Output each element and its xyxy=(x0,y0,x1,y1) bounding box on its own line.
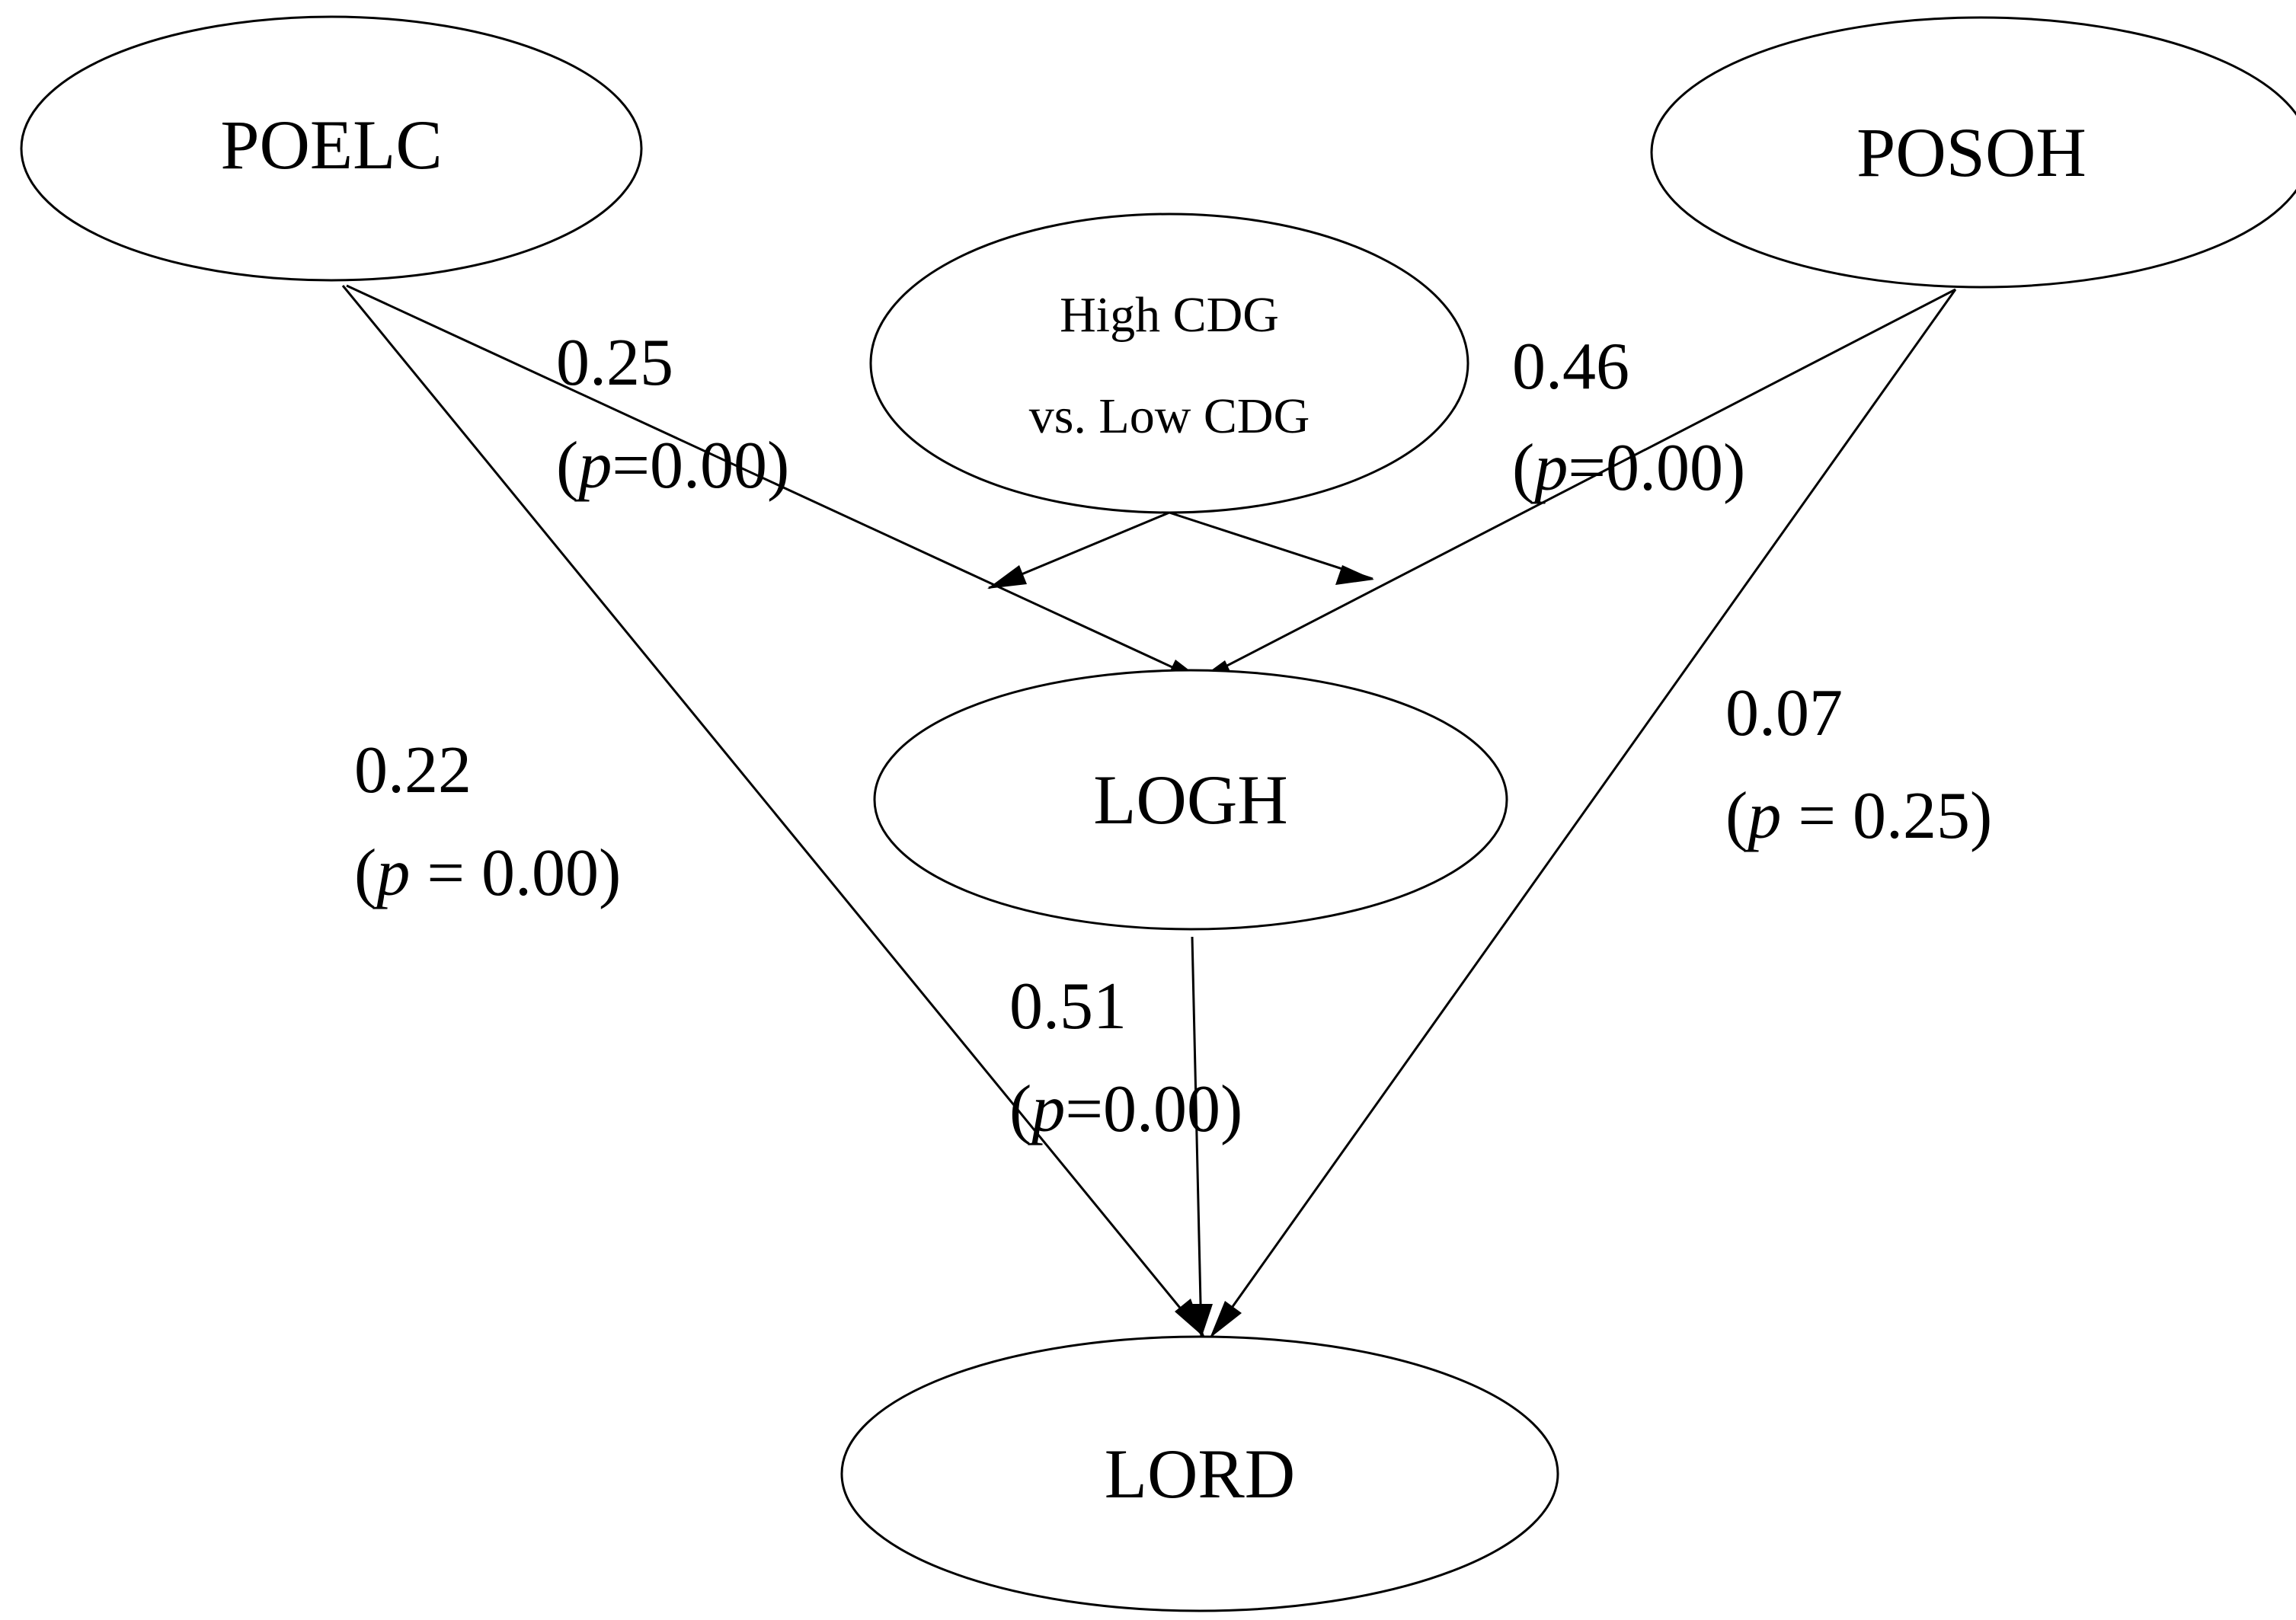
coef-posoh-lord-pvalue: (p = 0.25) xyxy=(1725,779,1992,853)
edge-posoh-logh xyxy=(1195,288,1956,683)
node-moderator: High CDG vs. Low CDG xyxy=(869,212,1469,514)
coef-poelc-lord-value: 0.22 xyxy=(354,733,472,807)
coef-posoh-logh-value: 0.46 xyxy=(1512,330,1629,404)
coef-posoh-logh: 0.46 (p=0.00) xyxy=(1512,330,1745,505)
node-poelc: POELC xyxy=(20,15,643,282)
arrowhead-moderator-left xyxy=(987,565,1027,589)
node-poelc-label: POELC xyxy=(220,106,442,184)
arrowhead-posoh-lord xyxy=(1210,1301,1242,1338)
node-posoh: POSOH xyxy=(1650,16,2296,289)
arrowhead-moderator-right xyxy=(1335,565,1374,585)
node-posoh-ellipse xyxy=(1650,16,2296,289)
node-lord-label: LORD xyxy=(1105,1435,1295,1513)
node-logh-label: LOGH xyxy=(1093,761,1288,839)
coef-posoh-lord-value: 0.07 xyxy=(1725,676,1843,750)
node-poelc-ellipse xyxy=(20,15,643,282)
coef-logh-lord: 0.51 (p=0.00) xyxy=(1009,970,1242,1146)
coef-poelc-logh: 0.25 (p=0.00) xyxy=(556,326,789,503)
node-logh: LOGH xyxy=(873,669,1508,931)
node-logh-ellipse xyxy=(873,669,1508,931)
edges xyxy=(341,284,1957,1338)
coef-poelc-lord: 0.22 (p = 0.00) xyxy=(354,733,621,910)
coef-poelc-lord-pvalue: (p = 0.00) xyxy=(354,836,621,910)
coef-poelc-logh-pvalue: (p=0.00) xyxy=(556,429,789,503)
coef-posoh-logh-pvalue: (p=0.00) xyxy=(1512,431,1745,505)
coef-posoh-lord: 0.07 (p = 0.25) xyxy=(1725,676,1992,853)
node-moderator-ellipse xyxy=(869,212,1469,514)
node-lord: LORD xyxy=(840,1335,1559,1612)
coef-logh-lord-value: 0.51 xyxy=(1009,970,1127,1043)
arrowhead-poelc-lord xyxy=(1175,1299,1205,1338)
edge-moderator-right xyxy=(1169,511,1373,580)
coef-poelc-logh-value: 0.25 xyxy=(556,326,673,400)
edge-posoh-lord xyxy=(1210,289,1957,1337)
edge-logh-lord xyxy=(1191,936,1203,1337)
coef-logh-lord-pvalue: (p=0.00) xyxy=(1009,1072,1242,1146)
arrowhead-logh-lord xyxy=(1190,1304,1213,1338)
node-moderator-label-line2: vs. Low CDG xyxy=(1029,388,1310,444)
node-lord-ellipse xyxy=(840,1335,1559,1612)
edge-poelc-logh xyxy=(346,284,1204,683)
edge-poelc-lord xyxy=(341,285,1205,1337)
node-posoh-label: POSOH xyxy=(1856,113,2087,191)
node-moderator-label-line1: High CDG xyxy=(1060,287,1279,343)
